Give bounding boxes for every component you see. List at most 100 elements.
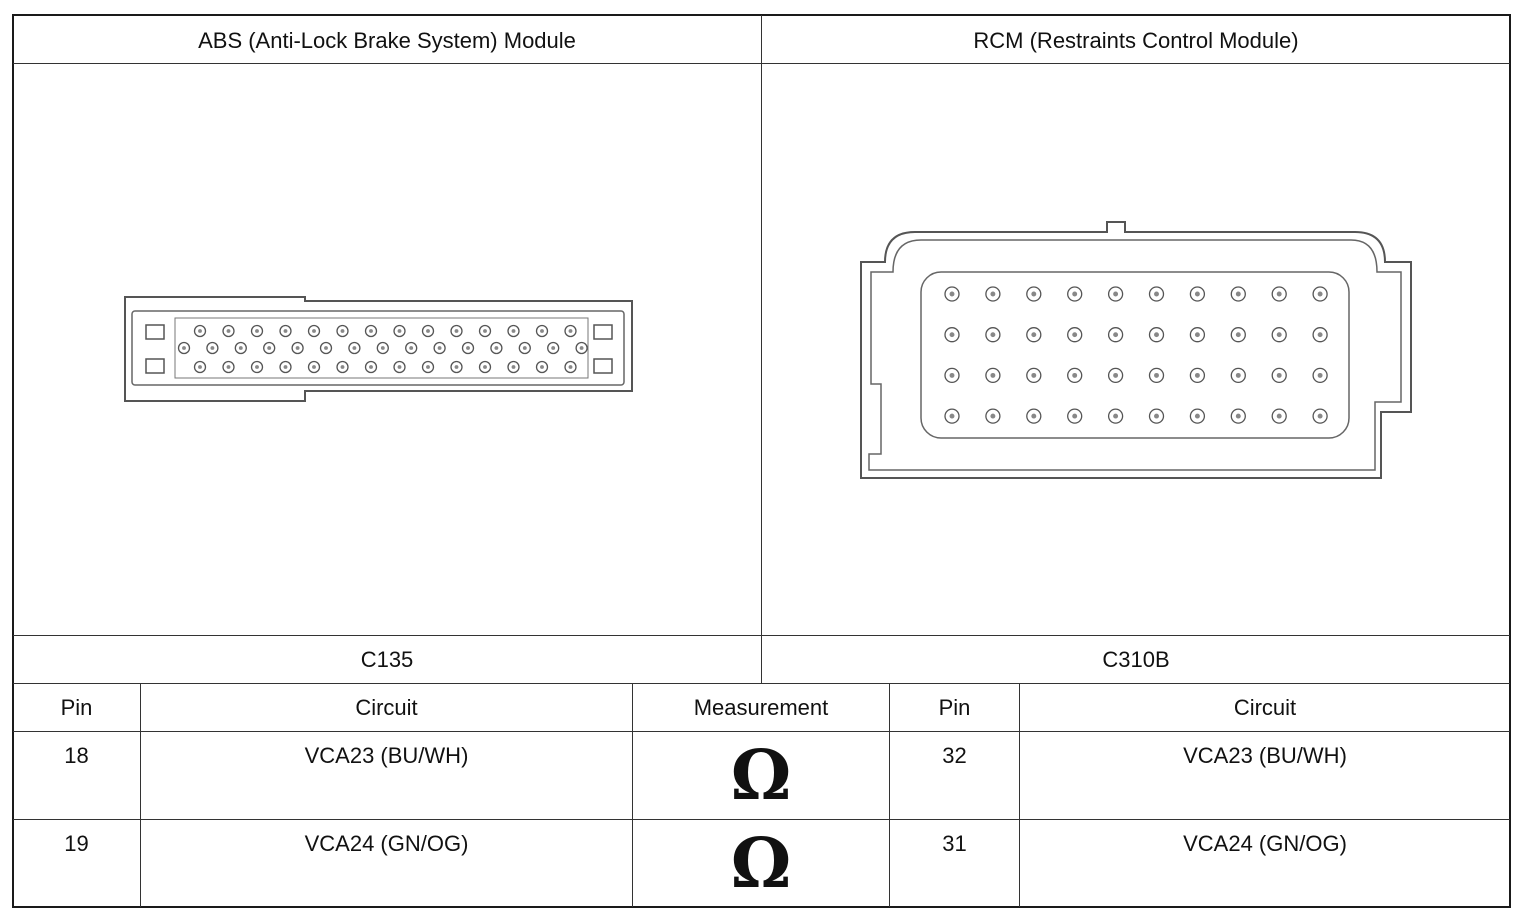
rcm-pin-cavity-center: [990, 372, 996, 378]
header-pin-a: Pin: [60, 695, 93, 720]
abs-pin-cavity: [263, 341, 276, 355]
rcm-pin-cavity-center: [1113, 332, 1119, 338]
rule-col4: [1019, 683, 1020, 907]
abs-pin-cavity-center: [397, 329, 402, 333]
abs-pin-cavity: [307, 324, 321, 338]
abs-pin-cavity: [222, 324, 235, 338]
rcm-pin-cavity-center: [949, 413, 955, 419]
row1-ohm-icon: Ω: [730, 736, 792, 816]
abs-pin-cavity-center: [312, 365, 316, 369]
abs-pin-cavity: [234, 341, 247, 355]
rcm-pin-cavity: [1230, 408, 1246, 424]
abs-pin-cavity-center: [397, 365, 402, 369]
abs-pin-cavity-center: [198, 329, 202, 333]
abs-pin-cavity-center: [511, 329, 516, 333]
abs-pin-cavity-center: [454, 365, 459, 369]
abs-pin-cavity: [364, 324, 378, 338]
rcm-pin-cavity-center: [1276, 332, 1282, 338]
abs-pin-cavity-center: [454, 329, 459, 333]
abs-pin-cavity: [393, 324, 406, 338]
abs-pin-cavity: [450, 324, 463, 338]
rcm-module-title: RCM (Restraints Control Module): [973, 28, 1299, 53]
abs-pin-cavity-center: [295, 346, 300, 350]
abs-pin-1: [145, 358, 165, 374]
abs-pin-cavity-center: [198, 365, 202, 369]
abs-connector-shell: [124, 296, 633, 402]
row2-ohm-icon: Ω: [730, 824, 792, 904]
rcm-connector-shell-outer: [860, 221, 1412, 479]
abs-pin-cavity-center: [551, 346, 556, 350]
abs-pin-cavity-center: [568, 365, 573, 369]
rcm-pin-cavity-center: [1317, 291, 1323, 297]
rcm-pin-cavity-center: [1235, 332, 1241, 338]
abs-pin-cavity: [535, 324, 549, 338]
rcm-connector-id: C310B: [1102, 647, 1170, 672]
abs-pin-cavity-center: [312, 329, 316, 333]
rcm-pin-cavity: [1312, 286, 1328, 302]
abs-pin-cavity-center: [226, 329, 231, 333]
rcm-pin-cavity: [1107, 367, 1124, 384]
rcm-pin-cavity: [1107, 327, 1124, 343]
rcm-pin-cavity: [1230, 286, 1246, 302]
abs-pin-cavity: [336, 360, 349, 374]
abs-pin-cavity: [193, 360, 207, 374]
abs-pin-cavity-center: [283, 365, 288, 369]
abs-pin-cavity: [575, 341, 588, 355]
abs-pin-cavity: [507, 324, 520, 338]
rcm-pin-cavity: [1148, 367, 1165, 384]
header-pin-b: Pin: [938, 695, 971, 720]
abs-pin-16: [593, 358, 613, 374]
rule-row1-bottom: [13, 819, 1510, 820]
abs-pin-cavity: [291, 341, 304, 355]
rcm-pin-cavity-center: [1276, 291, 1282, 297]
rcm-pin-cavity-center: [1235, 413, 1241, 419]
abs-pin-cavity-center: [352, 346, 357, 350]
abs-pin-cavity-center: [426, 365, 430, 369]
rcm-pin-cavity-center: [1235, 291, 1241, 297]
abs-pin-cavity-center: [579, 346, 584, 350]
rcm-pin-cavity-center: [1154, 372, 1159, 378]
rcm-pin-cavity: [1148, 408, 1165, 424]
rcm-pin-cavity-center: [1317, 332, 1323, 338]
abs-pin-cavity-center: [340, 365, 345, 369]
rcm-connector-shell-inner: [868, 239, 1402, 471]
abs-pin-cavity: [250, 360, 264, 374]
abs-pin-cavity: [507, 360, 520, 374]
rcm-pin-cavity-center: [1194, 372, 1200, 378]
abs-pin-cavity-center: [483, 365, 487, 369]
abs-pin-cavity: [433, 341, 446, 355]
rcm-pin-cavity-center: [1113, 291, 1119, 297]
rcm-connector-diagram: [860, 221, 1412, 479]
abs-pin-cavity-center: [483, 329, 487, 333]
rcm-pin-cavity: [1107, 286, 1124, 302]
abs-pin-cavity: [405, 341, 418, 355]
row2-pin-a: 19: [64, 831, 89, 856]
row1-pin-b: 32: [942, 743, 967, 768]
rule-col3: [889, 683, 890, 907]
abs-pin-cavity-center: [238, 346, 243, 350]
rcm-pin-cavity-center: [949, 372, 955, 378]
rcm-pin-cavity: [985, 367, 1001, 384]
abs-pin-cavity-center: [369, 365, 373, 369]
abs-pin-cavity: [193, 324, 207, 338]
abs-pin-cavity: [364, 360, 378, 374]
abs-pin-cavity: [336, 324, 349, 338]
rcm-pin-cavity-center: [1154, 291, 1159, 297]
abs-pin-cavity: [250, 324, 264, 338]
rcm-pin-cavity: [1312, 327, 1328, 343]
abs-pin-24: [145, 324, 165, 340]
abs-pin-cavity-center: [409, 346, 414, 350]
rcm-pin-cavity-center: [1154, 413, 1159, 419]
abs-pin-cavity: [319, 341, 333, 355]
abs-pin-cavity-center: [324, 346, 328, 350]
abs-pin-cavity: [222, 360, 235, 374]
abs-pin-cavity-center: [380, 346, 385, 350]
rcm-pin-cavity: [1148, 327, 1165, 343]
abs-pin-cavity: [461, 341, 475, 355]
rule-module-divider: [761, 15, 762, 684]
abs-pin-cavity-center: [255, 329, 259, 333]
rcm-pin-cavity: [1271, 367, 1287, 384]
row1-circuit-b: VCA23 (BU/WH): [1183, 743, 1347, 768]
rcm-pin-cavity-center: [1317, 372, 1323, 378]
rcm-pin-cavity-center: [1154, 332, 1159, 338]
